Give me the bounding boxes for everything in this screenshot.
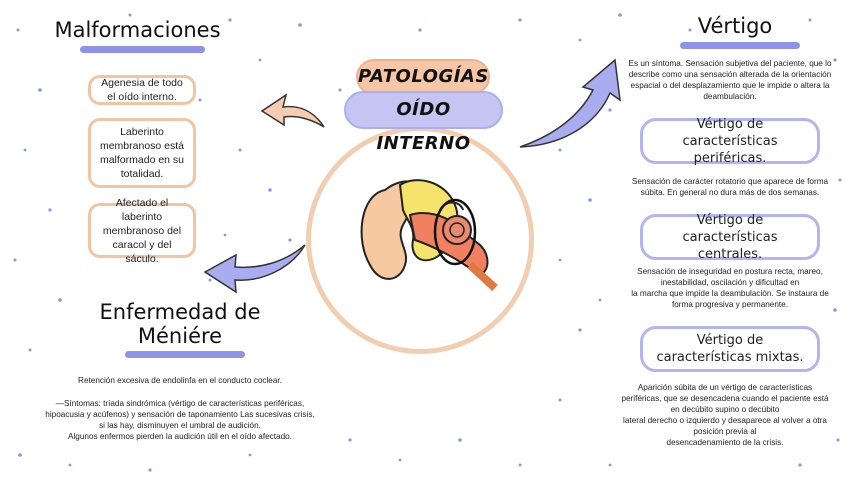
- vertigo-type-mixtas: Vértigo de características mixtas.: [640, 326, 820, 372]
- vertigo-centrales-desc-line3: la marcha que impide la deambulación. Se…: [615, 288, 845, 299]
- vertigo-underline: [680, 42, 800, 49]
- malformacion-item-1: Agenesia de todo el oído interno.: [88, 75, 196, 105]
- meniere-heading-line2: Méniére: [90, 324, 270, 348]
- malformacion-item-3: Afectado el laberinto membranoso del car…: [88, 203, 196, 258]
- meniere-text-line3: hipoacusia y acúfenos) y sensación de ta…: [40, 409, 320, 420]
- arrow-to-malformaciones: [258, 85, 328, 135]
- vertigo-intro-line4: deambulación.: [615, 91, 845, 102]
- vertigo-centrales-desc-line4: forma progresiva y permanente.: [615, 299, 845, 310]
- meniere-heading-line1: Enfermedad de: [90, 300, 270, 324]
- vertigo-mixtas-desc-line1: Aparición súbita de un vértigo de caract…: [605, 382, 845, 393]
- vertigo-type-perifericas: Vértigo de características periféricas.: [640, 118, 820, 164]
- meniere-text-line2: —Síntomas: tríada sindrómica (vértigo de…: [40, 398, 320, 409]
- ear-anatomy-icon: [355, 170, 505, 295]
- arrow-to-vertigo: [515, 55, 625, 155]
- meniere-text-line4: si las hay, disminuyen el umbral de audi…: [40, 420, 320, 431]
- vertigo-perifericas-desc-line1: Sensación de carácter rotatorio que apar…: [615, 176, 845, 187]
- vertigo-type-centrales: Vértigo de características centrales.: [640, 214, 820, 260]
- vertigo-mixtas-desc-line2: periféricas, que se desencadena cuando e…: [605, 393, 845, 404]
- vertigo-centrales-desc-line1: Sensación de inseguridad en postura rect…: [615, 266, 845, 277]
- vertigo-intro-line3: espacial o del desplazamiento que le imp…: [615, 80, 845, 91]
- vertigo-heading: Vértigo: [680, 14, 790, 38]
- vertigo-centrales-desc-line2: inestabilidad, oscilación y dificultad e…: [615, 277, 845, 288]
- malformacion-item-2: Laberinto membranoso está malformado en …: [88, 118, 196, 188]
- arrow-to-meniere: [200, 240, 310, 305]
- vertigo-mixtas-desc-line5: posición previa al: [605, 426, 845, 437]
- meniere-underline: [125, 351, 245, 358]
- meniere-text-line5: Algunos enfermos pierden la audición úti…: [40, 431, 320, 442]
- vertigo-intro-line1: Es un síntoma. Sensación subjetiva del p…: [615, 58, 845, 69]
- vertigo-mixtas-desc-line6: desencadenamiento de la crisis.: [605, 437, 845, 448]
- vertigo-intro-line2: describe como una sensación alterada de …: [615, 69, 845, 80]
- malformaciones-underline: [80, 46, 205, 53]
- vertigo-mixtas-desc-line3: en decúbito supino o decúbito: [605, 404, 845, 415]
- malformaciones-heading: Malformaciones: [50, 18, 225, 42]
- center-title-line1: PATOLOGÍAS: [356, 59, 490, 95]
- center-title-line2: OÍDO INTERNO: [344, 91, 503, 129]
- vertigo-mixtas-desc-line4: lateral derecho o izquierdo y desaparece…: [605, 415, 845, 426]
- vertigo-perifericas-desc-line2: súbita. En general no dura más de dos se…: [615, 187, 845, 198]
- meniere-text-line1: Retención excesiva de endolinfa en el co…: [40, 375, 320, 386]
